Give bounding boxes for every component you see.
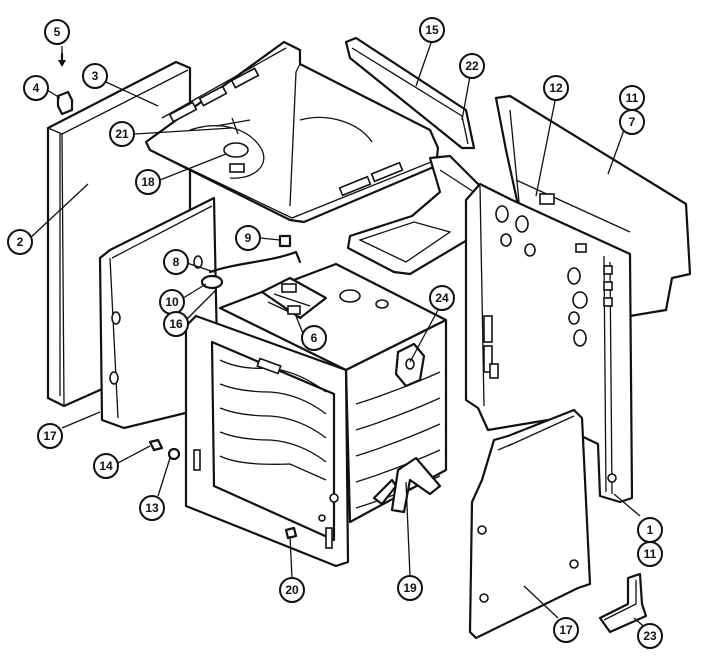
callout-label: 17 <box>559 623 573 637</box>
callout-17-right: 17 <box>553 617 579 643</box>
cooktop-pan-part <box>144 40 440 224</box>
callout-4: 4 <box>23 75 49 101</box>
screw-14-part <box>148 438 164 452</box>
callout-18: 18 <box>135 169 161 195</box>
callout-label: 11 <box>626 91 639 105</box>
callout-23: 23 <box>637 623 663 649</box>
callout-label: 1 <box>647 523 654 537</box>
nut-13-part <box>167 447 181 461</box>
callout-11-bottom: 11 <box>637 541 663 567</box>
callout-label: 23 <box>643 629 657 643</box>
callout-label: 18 <box>141 175 155 189</box>
callout-6: 6 <box>301 325 327 351</box>
callout-label: 7 <box>629 115 636 129</box>
callout-label: 20 <box>285 583 299 597</box>
corner-bracket-part <box>598 572 648 634</box>
callout-3: 3 <box>82 63 108 89</box>
callout-label: 19 <box>403 581 417 595</box>
right-side-panel-part <box>464 182 634 504</box>
callout-label: 17 <box>43 429 57 443</box>
callout-13: 13 <box>139 495 165 521</box>
door-hinge-bracket-part <box>372 456 442 514</box>
callout-label: 8 <box>173 255 180 269</box>
callout-1: 1 <box>637 517 663 543</box>
callout-label: 6 <box>311 331 318 345</box>
callout-label: 12 <box>549 81 563 95</box>
igniter-bracket-part <box>394 342 426 388</box>
callout-14: 14 <box>93 453 119 479</box>
callout-19: 19 <box>397 575 423 601</box>
callout-label: 15 <box>425 23 439 37</box>
callout-21: 21 <box>109 121 135 147</box>
pin-20-part <box>284 526 298 540</box>
clip-part <box>56 90 74 116</box>
callout-8: 8 <box>163 249 189 275</box>
callout-label: 2 <box>17 235 24 249</box>
callout-label: 13 <box>145 501 159 515</box>
burner-assembly-part <box>200 250 328 320</box>
callout-2: 2 <box>7 229 33 255</box>
callout-9: 9 <box>235 225 261 251</box>
callout-17-left: 17 <box>37 423 63 449</box>
callout-7: 7 <box>619 109 645 135</box>
callout-5: 5 <box>44 19 70 45</box>
screw-9-part <box>278 234 292 248</box>
callout-label: 22 <box>465 59 479 73</box>
lower-right-panel-part <box>468 408 592 640</box>
callout-16: 16 <box>163 311 189 337</box>
callout-20: 20 <box>279 577 305 603</box>
callout-label: 9 <box>245 231 252 245</box>
callout-label: 14 <box>99 459 113 473</box>
callout-10: 10 <box>159 289 185 315</box>
callout-11-top: 11 <box>619 85 645 111</box>
callout-24: 24 <box>429 285 455 311</box>
callout-12: 12 <box>543 75 569 101</box>
callout-22: 22 <box>459 53 485 79</box>
callout-15: 15 <box>419 17 445 43</box>
callout-label: 5 <box>54 25 61 39</box>
callout-label: 10 <box>165 295 179 309</box>
callout-label: 21 <box>115 127 129 141</box>
top-trim-strip-part <box>344 36 476 150</box>
callout-label: 4 <box>33 81 40 95</box>
callout-label: 3 <box>92 69 99 83</box>
callout-label: 24 <box>435 291 449 305</box>
callout-label: 11 <box>644 547 657 561</box>
callout-label: 16 <box>169 317 183 331</box>
